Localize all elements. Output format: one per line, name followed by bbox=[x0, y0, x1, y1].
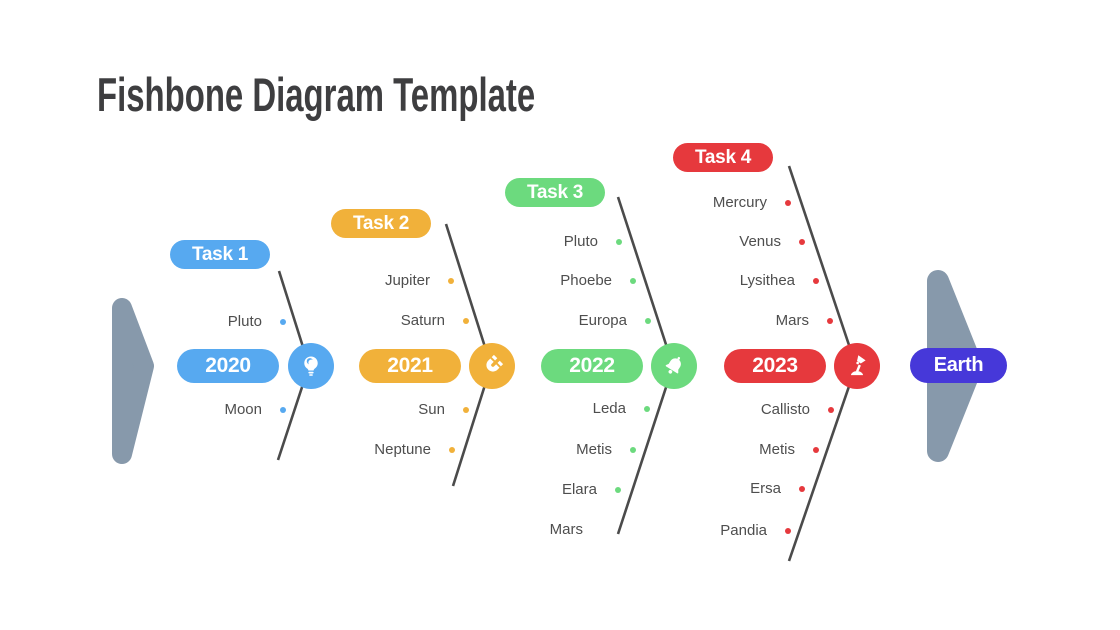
item-label: Europa bbox=[578, 312, 627, 329]
item-dot bbox=[813, 447, 819, 453]
item-dot bbox=[785, 528, 791, 534]
year-2020-pill: 2020 bbox=[177, 349, 279, 383]
item-dot bbox=[799, 239, 805, 245]
item-label: Mercury bbox=[712, 194, 767, 211]
item-dot bbox=[799, 486, 805, 492]
item-dot bbox=[280, 319, 286, 325]
page-title: Fishbone Diagram Template bbox=[97, 68, 536, 121]
item-label: Metis bbox=[759, 441, 795, 458]
item-dot bbox=[644, 406, 650, 412]
item-dot bbox=[615, 487, 621, 493]
task-1-pill: Task 1 bbox=[170, 240, 270, 269]
item-dot bbox=[280, 407, 286, 413]
item-dot bbox=[463, 318, 469, 324]
item-label: Sun bbox=[418, 401, 445, 418]
item-label: Venus bbox=[739, 233, 781, 250]
year-2023-pill: 2023 bbox=[724, 349, 826, 383]
earth-head-pill: Earth bbox=[910, 348, 1007, 383]
item-label: Leda bbox=[592, 400, 626, 417]
item-dot bbox=[645, 318, 651, 324]
year-2021-pill: 2021 bbox=[359, 349, 461, 383]
item-dot bbox=[785, 200, 791, 206]
item-dot bbox=[630, 278, 636, 284]
lightbulb-icon bbox=[288, 343, 334, 389]
item-label: Ersa bbox=[750, 480, 781, 497]
bell-icon bbox=[651, 343, 697, 389]
item-label: Lysithea bbox=[739, 272, 795, 289]
item-label: Pandia bbox=[720, 522, 767, 539]
item-dot bbox=[813, 278, 819, 284]
item-label: Elara bbox=[561, 481, 597, 498]
magnet-icon bbox=[469, 343, 515, 389]
item-dot bbox=[616, 239, 622, 245]
item-dot bbox=[463, 407, 469, 413]
task-2-pill: Task 2 bbox=[331, 209, 431, 238]
item-label: Pluto bbox=[563, 233, 598, 250]
item-dot bbox=[828, 407, 834, 413]
item-label: Pluto bbox=[227, 313, 262, 330]
item-label: Mars bbox=[549, 521, 583, 538]
year-2022-pill: 2022 bbox=[541, 349, 643, 383]
item-label: Jupiter bbox=[384, 272, 430, 289]
item-dot bbox=[630, 447, 636, 453]
item-label: Saturn bbox=[400, 312, 445, 329]
item-dot bbox=[448, 278, 454, 284]
task-3-pill: Task 3 bbox=[505, 178, 605, 207]
item-label: Phoebe bbox=[560, 272, 612, 289]
item-label: Mars bbox=[775, 312, 809, 329]
desk-lamp-icon bbox=[834, 343, 880, 389]
item-label: Metis bbox=[576, 441, 612, 458]
item-dot bbox=[827, 318, 833, 324]
item-label: Moon bbox=[224, 401, 262, 418]
item-dot bbox=[449, 447, 455, 453]
task-4-pill: Task 4 bbox=[673, 143, 773, 172]
tail-arrow-shape bbox=[112, 298, 154, 464]
item-label: Callisto bbox=[760, 401, 810, 418]
item-label: Neptune bbox=[374, 441, 431, 458]
